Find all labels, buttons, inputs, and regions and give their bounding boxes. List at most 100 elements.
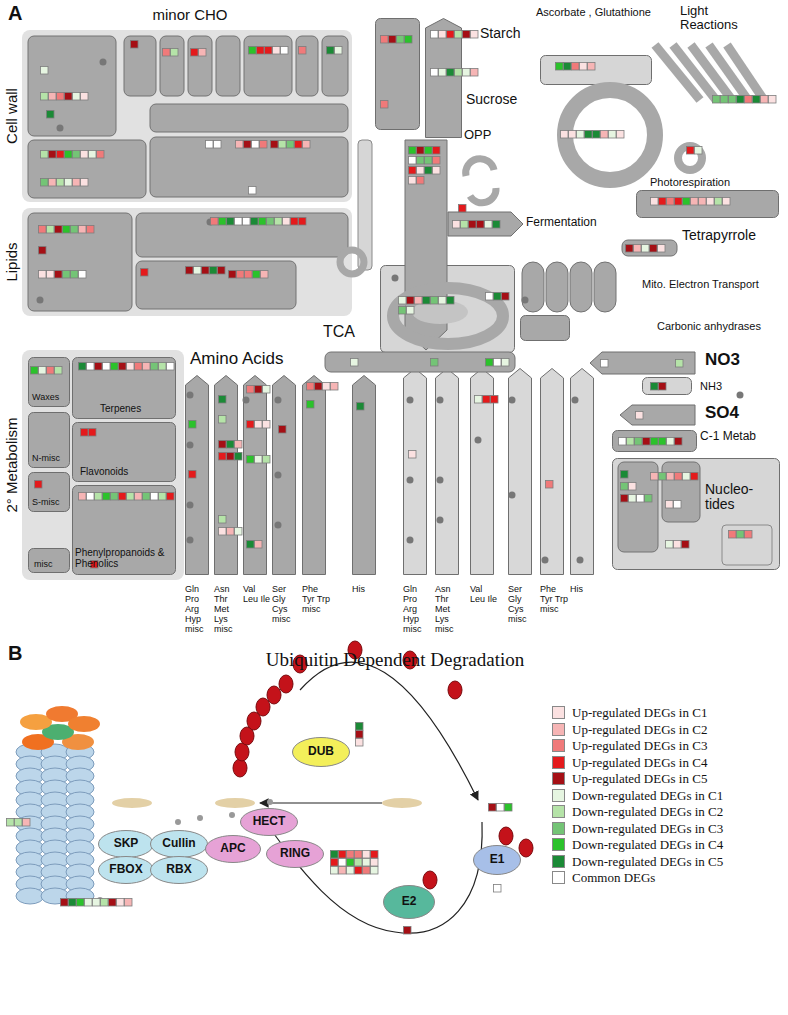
heatmap-cell: [219, 218, 227, 226]
shape-outline: [151, 857, 208, 884]
legend-label: Down-regulated DEGs in C1: [572, 788, 723, 804]
heatmap-cell: [65, 93, 73, 101]
shape-outline: [426, 19, 462, 138]
heatmap-cell: [283, 218, 291, 226]
heatmap-cell: [227, 441, 235, 449]
legend-swatch: [552, 789, 565, 802]
heatmap-cell: [431, 69, 439, 77]
shape-outline: [29, 549, 70, 573]
node-shape: [214, 375, 238, 575]
heatmap-cell: [399, 297, 407, 305]
node-shape: [302, 375, 326, 575]
node-label: E2: [402, 895, 417, 908]
node-label: Light Reactions: [680, 4, 760, 33]
pathway-region: OPP: [452, 148, 500, 198]
heatmap-cell: [489, 804, 497, 812]
amino-acid-column: His: [352, 375, 376, 575]
heatmap-cell: [707, 198, 715, 206]
gene-dot: [509, 397, 516, 404]
heatmap-cell: [65, 179, 73, 187]
heatmap-cell: [347, 859, 355, 867]
heatmap-cell: [417, 167, 425, 175]
heatmap-cell: [249, 187, 257, 195]
node-label: SKP: [114, 837, 139, 850]
pathway-shape: [296, 36, 318, 96]
heatmap-cell: [505, 804, 513, 812]
shape-outline: [613, 431, 697, 452]
pathway-region: Photorespiration: [655, 140, 775, 190]
heatmap-cell: [409, 157, 417, 165]
heatmap-cell: [245, 271, 253, 279]
heatmap-cell: [219, 441, 227, 449]
heatmap-cell: [683, 198, 691, 206]
heatmap-cell: [79, 271, 87, 279]
pathway-shape: [244, 36, 292, 96]
pathway-shape: [28, 213, 132, 311]
heatmap-cell: [447, 297, 455, 305]
heatmap-cell: [675, 198, 683, 206]
heatmap-cell: [431, 31, 439, 39]
enzyme-ellipse: APC: [205, 835, 261, 863]
heatmap-cell: [617, 131, 625, 139]
heatmap-cell: [556, 63, 564, 71]
pathway-box: S-misc: [28, 472, 70, 512]
node-label: Starch: [480, 26, 520, 41]
node-label: Cell wall: [4, 88, 21, 144]
heatmap-cell: [676, 360, 684, 368]
heatmap-cell: [691, 473, 699, 481]
heatmap-cell: [101, 899, 109, 907]
heatmap-cell: [247, 541, 255, 549]
heatmap-cell: [202, 267, 210, 275]
gene-dot: [275, 397, 282, 404]
amino-acid-column: Sucrose: [425, 18, 462, 138]
enzyme-ellipse: SKP: [98, 830, 154, 858]
node-label: Lipids: [4, 242, 21, 281]
enzyme-ellipse: Cullin: [150, 830, 208, 858]
node-label: misc: [34, 560, 53, 570]
node-shape: [448, 212, 523, 236]
substrate: [382, 798, 422, 808]
decor: [28, 36, 700, 552]
decor: [393, 288, 503, 344]
heatmap-cell: [73, 93, 81, 101]
amino-acid-column: Phe Tyr Trp misc: [302, 375, 326, 575]
gene-dot: [187, 442, 194, 449]
node-shape: [22, 30, 352, 202]
shape-outline: [99, 831, 154, 858]
thylakoid-bar: [655, 45, 700, 100]
gene-dot: [407, 477, 414, 484]
node-shape: [425, 18, 462, 138]
ubiquitin: [279, 675, 293, 693]
shape-outline: [436, 369, 459, 575]
node-label: Cullin: [162, 837, 195, 850]
pathway-shape: [124, 36, 156, 96]
gene-dot: [175, 819, 181, 825]
ubiquitin: [448, 681, 462, 699]
heatmap-cell: [219, 528, 227, 536]
heatmap-cell: [423, 297, 431, 305]
heatmap-cell: [219, 416, 227, 424]
heatmap-cell: [219, 396, 227, 404]
heatmap-cell: [251, 218, 259, 226]
heatmap-cell: [125, 899, 133, 907]
heatmap-cell: [47, 367, 55, 375]
heatmap-cell: [577, 131, 585, 139]
node-shape: [642, 377, 692, 395]
heatmap-cell: [135, 493, 143, 501]
heatmap-cell: [409, 451, 417, 459]
heatmap-cell: [218, 267, 226, 275]
heatmap-cell: [683, 473, 691, 481]
node-label: minor CHO: [152, 7, 227, 24]
heatmap-cell: [275, 218, 283, 226]
shape-outline: [215, 376, 238, 575]
amino-acid-column: Phe Tyr Trp misc: [540, 368, 564, 575]
heatmap-cell: [667, 198, 675, 206]
heatmap-cell: [687, 147, 695, 155]
node-label: Val Leu Ile: [470, 585, 498, 605]
gene-dot: [97, 897, 103, 903]
gene-dot: [187, 502, 194, 509]
pathway-box: C-1 Metab: [612, 430, 697, 452]
heatmap-cell: [601, 131, 609, 139]
heatmap-cell: [79, 363, 87, 371]
amino-acid-column: Ser Gly Cys misc: [272, 375, 296, 575]
